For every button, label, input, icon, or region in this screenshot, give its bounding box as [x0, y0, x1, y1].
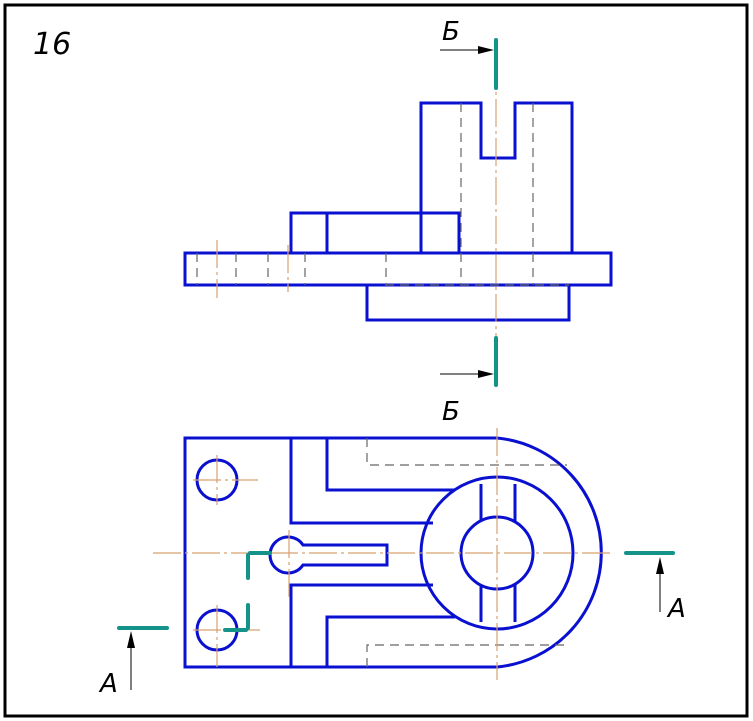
top-hidden-lines [366, 438, 567, 667]
front-hidden-holes [196, 253, 306, 285]
arrowhead-a-right [656, 557, 664, 574]
top-centerlines [153, 428, 612, 680]
front-step-block [289, 211, 461, 253]
label-b-bottom: Б [442, 397, 460, 427]
arrowhead-b-top [478, 46, 494, 54]
label-a-left: А [98, 669, 118, 699]
front-hidden-lines [385, 103, 569, 286]
top-lower-channel [289, 583, 455, 667]
cut-plane-a-bend-upper [246, 551, 272, 580]
front-tower [419, 101, 574, 253]
keyhole-slot [268, 535, 389, 575]
top-outline [183, 436, 603, 669]
front-base-plate [183, 251, 613, 287]
section-a-marker: А А [98, 551, 686, 699]
front-view [183, 60, 613, 370]
top-view [153, 428, 612, 680]
arrowhead-a-left [127, 631, 135, 648]
slot-lines [479, 484, 517, 622]
arrowhead-b-bottom [478, 370, 494, 378]
sheet-number: 16 [33, 27, 71, 62]
label-b-top: Б [442, 17, 460, 47]
label-a-right: А [666, 594, 686, 624]
cut-plane-a-bend-lower [223, 603, 250, 632]
top-upper-channel [289, 438, 455, 525]
section-b-marker: Б Б [440, 17, 498, 427]
sheet-frame [3, 3, 749, 718]
front-boss [365, 285, 571, 322]
front-centerlines [216, 60, 497, 370]
